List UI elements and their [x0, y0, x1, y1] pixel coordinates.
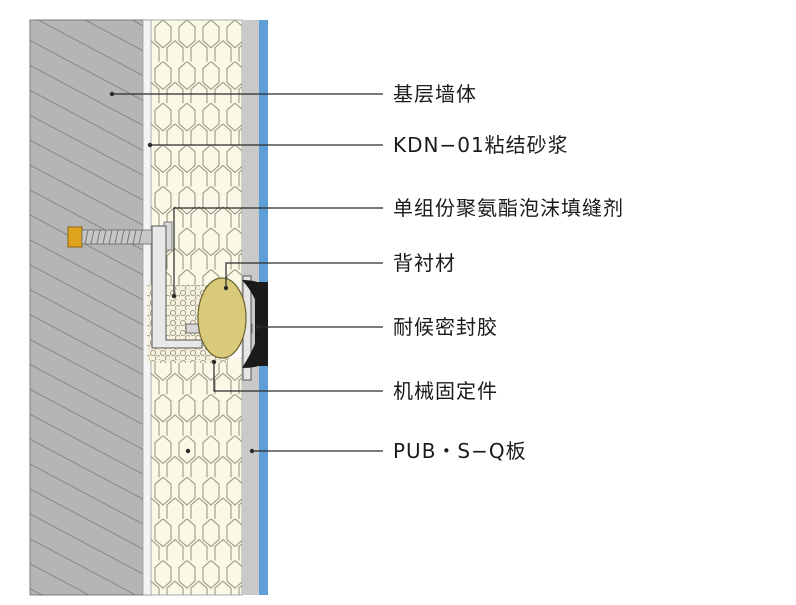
label-backer-rod: 背衬材: [393, 251, 456, 275]
leader-lines: [109, 91, 383, 454]
label-bonding-mortar: KDN−01粘结砂浆: [393, 133, 569, 157]
label-base-wall: 基层墙体: [393, 82, 477, 106]
label-insulation-board: PUB・S−Q板: [393, 439, 527, 463]
label-pu-foam-filler: 单组份聚氨酯泡沫填缝剂: [393, 196, 624, 220]
backer-rod: [197, 277, 247, 359]
base-wall: [29, 19, 149, 596]
label-weather-sealant: 耐候密封胶: [393, 315, 498, 339]
label-mechanical-fastener: 机械固定件: [393, 379, 498, 403]
